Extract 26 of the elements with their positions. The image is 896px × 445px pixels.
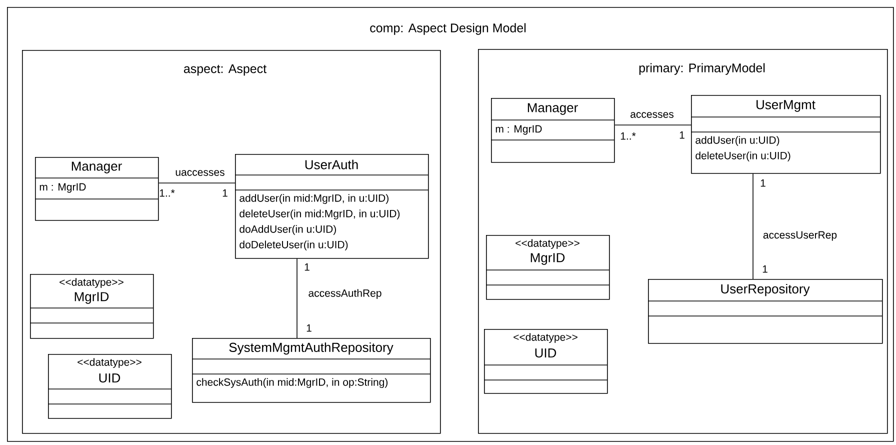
association-line — [158, 182, 236, 184]
multiplicity-label: 1 — [306, 324, 312, 332]
multiplicity-label: 1 — [760, 179, 766, 187]
multiplicity-label: 1 — [680, 131, 684, 139]
multiplicity-label: 1..* — [160, 189, 175, 197]
edge-label: accesses — [630, 112, 674, 118]
class-box: UserAuth addUser(in mid:MgrID, in u:UID) deleteUser(in mid:MgrID, in u:UID) doAddUser(in u:UID) doDeleteUser(in u:UID) — [234, 154, 429, 259]
edge-label: accessUserRep — [763, 231, 837, 241]
class-box: <<datatype>> UID — [484, 329, 608, 394]
class-box: UserMgmt addUser(in u:UID) deleteUser(in u:UID) — [690, 95, 881, 174]
class-box: SystemMgmtAuthRepository checkSysAuth(in mid:MgrID, in op:String) — [192, 338, 431, 403]
multiplicity-label: 1 — [222, 189, 228, 197]
association-line — [752, 173, 754, 280]
multiplicity-label: 1 — [304, 263, 310, 271]
association-line — [614, 124, 692, 126]
multiplicity-label: 1 — [762, 265, 768, 273]
edge-label: uaccesses — [176, 170, 224, 176]
edge-label: accessAuthRep — [308, 289, 382, 299]
class-box: UserRepository — [648, 279, 883, 344]
multiplicity-label: 1..* — [620, 132, 636, 140]
class-box: <<datatype>> UID — [48, 354, 172, 419]
class-box: Manager m : MgrID — [490, 98, 615, 163]
association-line — [296, 258, 298, 338]
class-box: Manager m : MgrID — [34, 157, 159, 221]
class-box: <<datatype>> MgrID — [486, 235, 610, 300]
class-box: <<datatype>> MgrID — [30, 274, 154, 339]
